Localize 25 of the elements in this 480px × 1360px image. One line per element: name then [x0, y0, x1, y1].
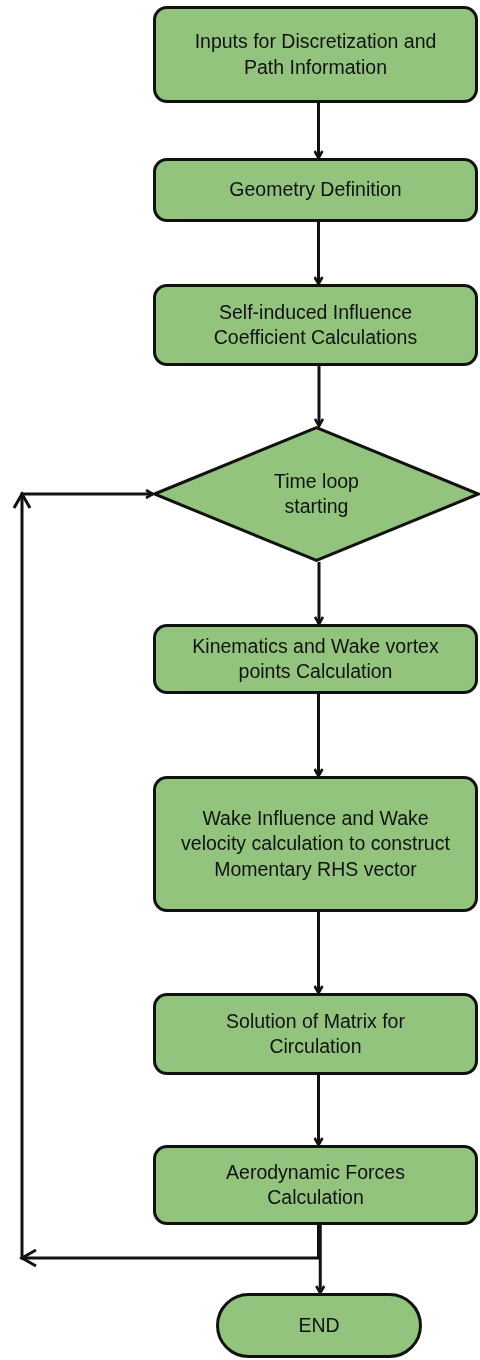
arrow — [314, 1225, 326, 1295]
node-label: Geometry Definition — [229, 177, 402, 203]
process-box — [153, 624, 478, 694]
node-label: Solution of Matrix for Circulation — [225, 1008, 406, 1059]
arrow — [12, 488, 320, 1268]
process-box — [153, 158, 478, 222]
arrow — [313, 103, 324, 160]
process-box — [153, 1145, 478, 1225]
arrow — [313, 366, 325, 428]
node-label: Aerodynamic Forces Calculation — [225, 1159, 406, 1210]
node-label: Self-induced Influence Coefficient Calculations — [212, 299, 419, 350]
arrow — [313, 694, 324, 778]
arrow — [313, 912, 324, 995]
node-label: END — [298, 1312, 340, 1338]
process-box — [153, 284, 478, 366]
node-label: Inputs for Discretization and Path Information — [193, 29, 438, 80]
process-box — [153, 6, 478, 103]
process-box — [153, 776, 478, 912]
process-box — [153, 993, 478, 1075]
node-label: Wake Influence and Wake velocity calculation to construct Momentary RHS vector — [180, 806, 451, 882]
arrow — [313, 1075, 324, 1147]
arrow — [313, 222, 324, 286]
node-label: Kinematics and Wake vortex points Calculation — [191, 633, 440, 684]
arrow — [313, 562, 325, 626]
node-label: Time loop starting — [273, 468, 360, 519]
